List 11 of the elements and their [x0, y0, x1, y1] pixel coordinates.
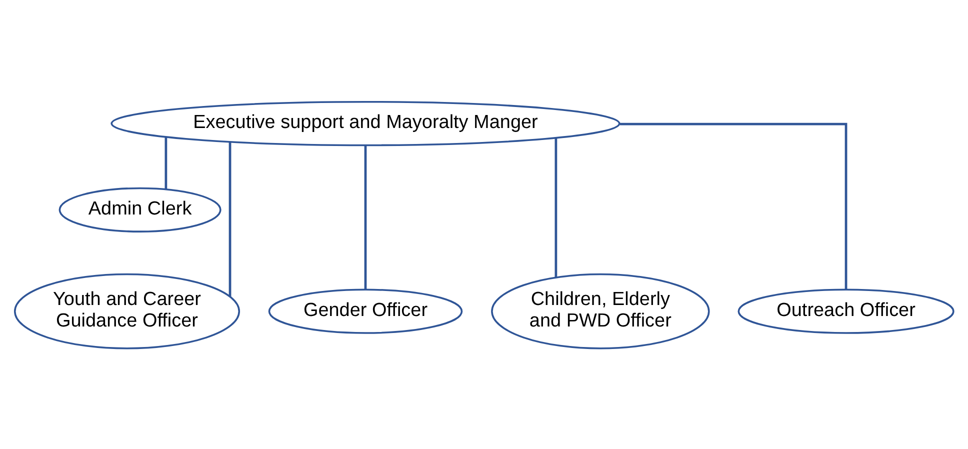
node-ellipse: Youth and Career Guidance Officer [14, 272, 240, 349]
node-ellipse: Children, Elderly and PWD Officer [491, 272, 710, 349]
connector [364, 144, 367, 288]
connector [164, 136, 168, 188]
connector [554, 138, 558, 278]
node-ellipse: Executive support and Mayoralty Manger [110, 100, 620, 146]
connector [620, 122, 848, 289]
connector [228, 142, 232, 296]
node-ellipse: Outreach Officer [738, 288, 954, 334]
node-ellipse: Gender Officer [268, 288, 463, 334]
node-ellipse: Admin Clerk [58, 186, 222, 232]
